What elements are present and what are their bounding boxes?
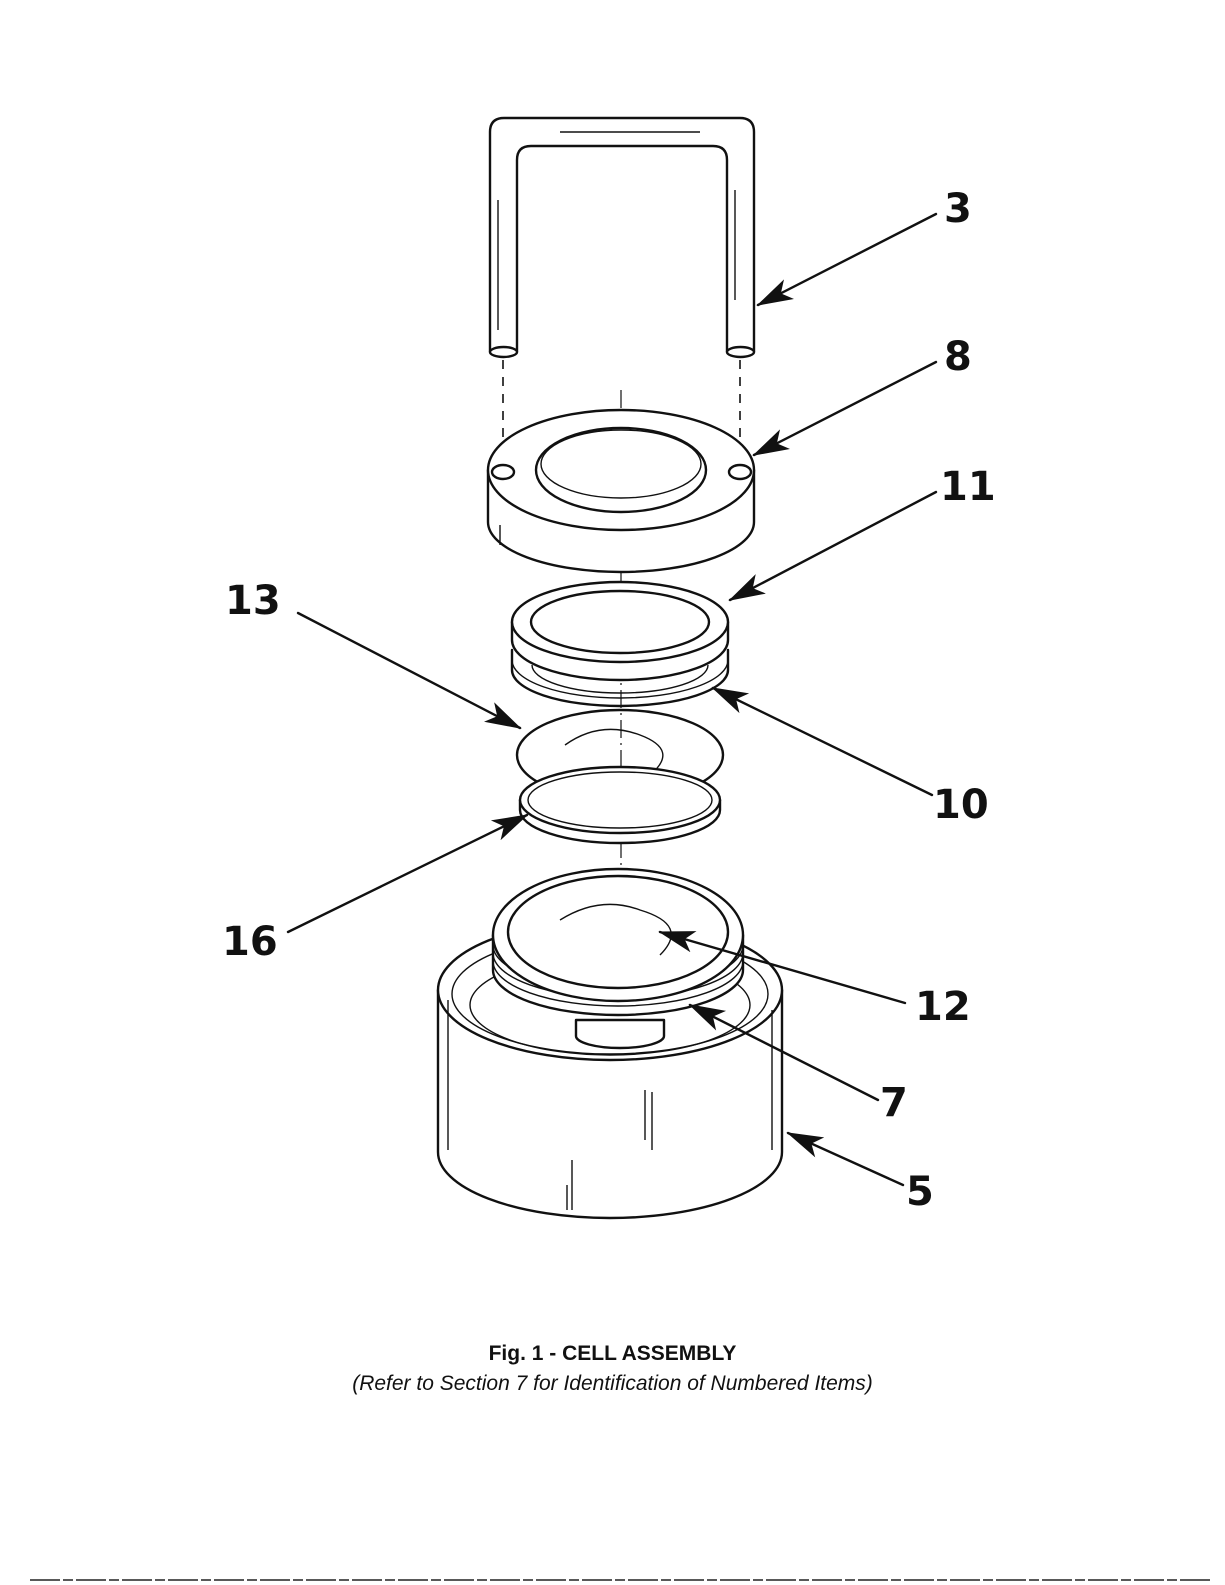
leader-8 (754, 362, 936, 455)
leader-3 (758, 214, 936, 305)
leader-16 (288, 815, 527, 932)
seal-ring-part (520, 767, 720, 843)
callout-11: 11 (940, 464, 996, 510)
figure-caption-note: (Refer to Section 7 for Identification o… (0, 1372, 1225, 1396)
callout-10: 10 (933, 782, 989, 828)
leader-5 (788, 1133, 903, 1185)
leader-11 (730, 492, 936, 600)
callout-7: 7 (880, 1080, 908, 1126)
figure-caption-title: Fig. 1 - CELL ASSEMBLY (0, 1342, 1225, 1366)
callout-3: 3 (944, 186, 972, 232)
callout-12: 12 (915, 984, 971, 1030)
top-ring-part (488, 410, 754, 572)
leader-10 (713, 688, 932, 795)
upper-gasket-part (512, 582, 728, 680)
callout-16: 16 (222, 919, 278, 965)
callout-8: 8 (944, 334, 972, 380)
handle-part (490, 118, 754, 357)
callout-13: 13 (225, 578, 281, 624)
leader-13 (298, 613, 520, 728)
callout-5: 5 (906, 1169, 934, 1215)
